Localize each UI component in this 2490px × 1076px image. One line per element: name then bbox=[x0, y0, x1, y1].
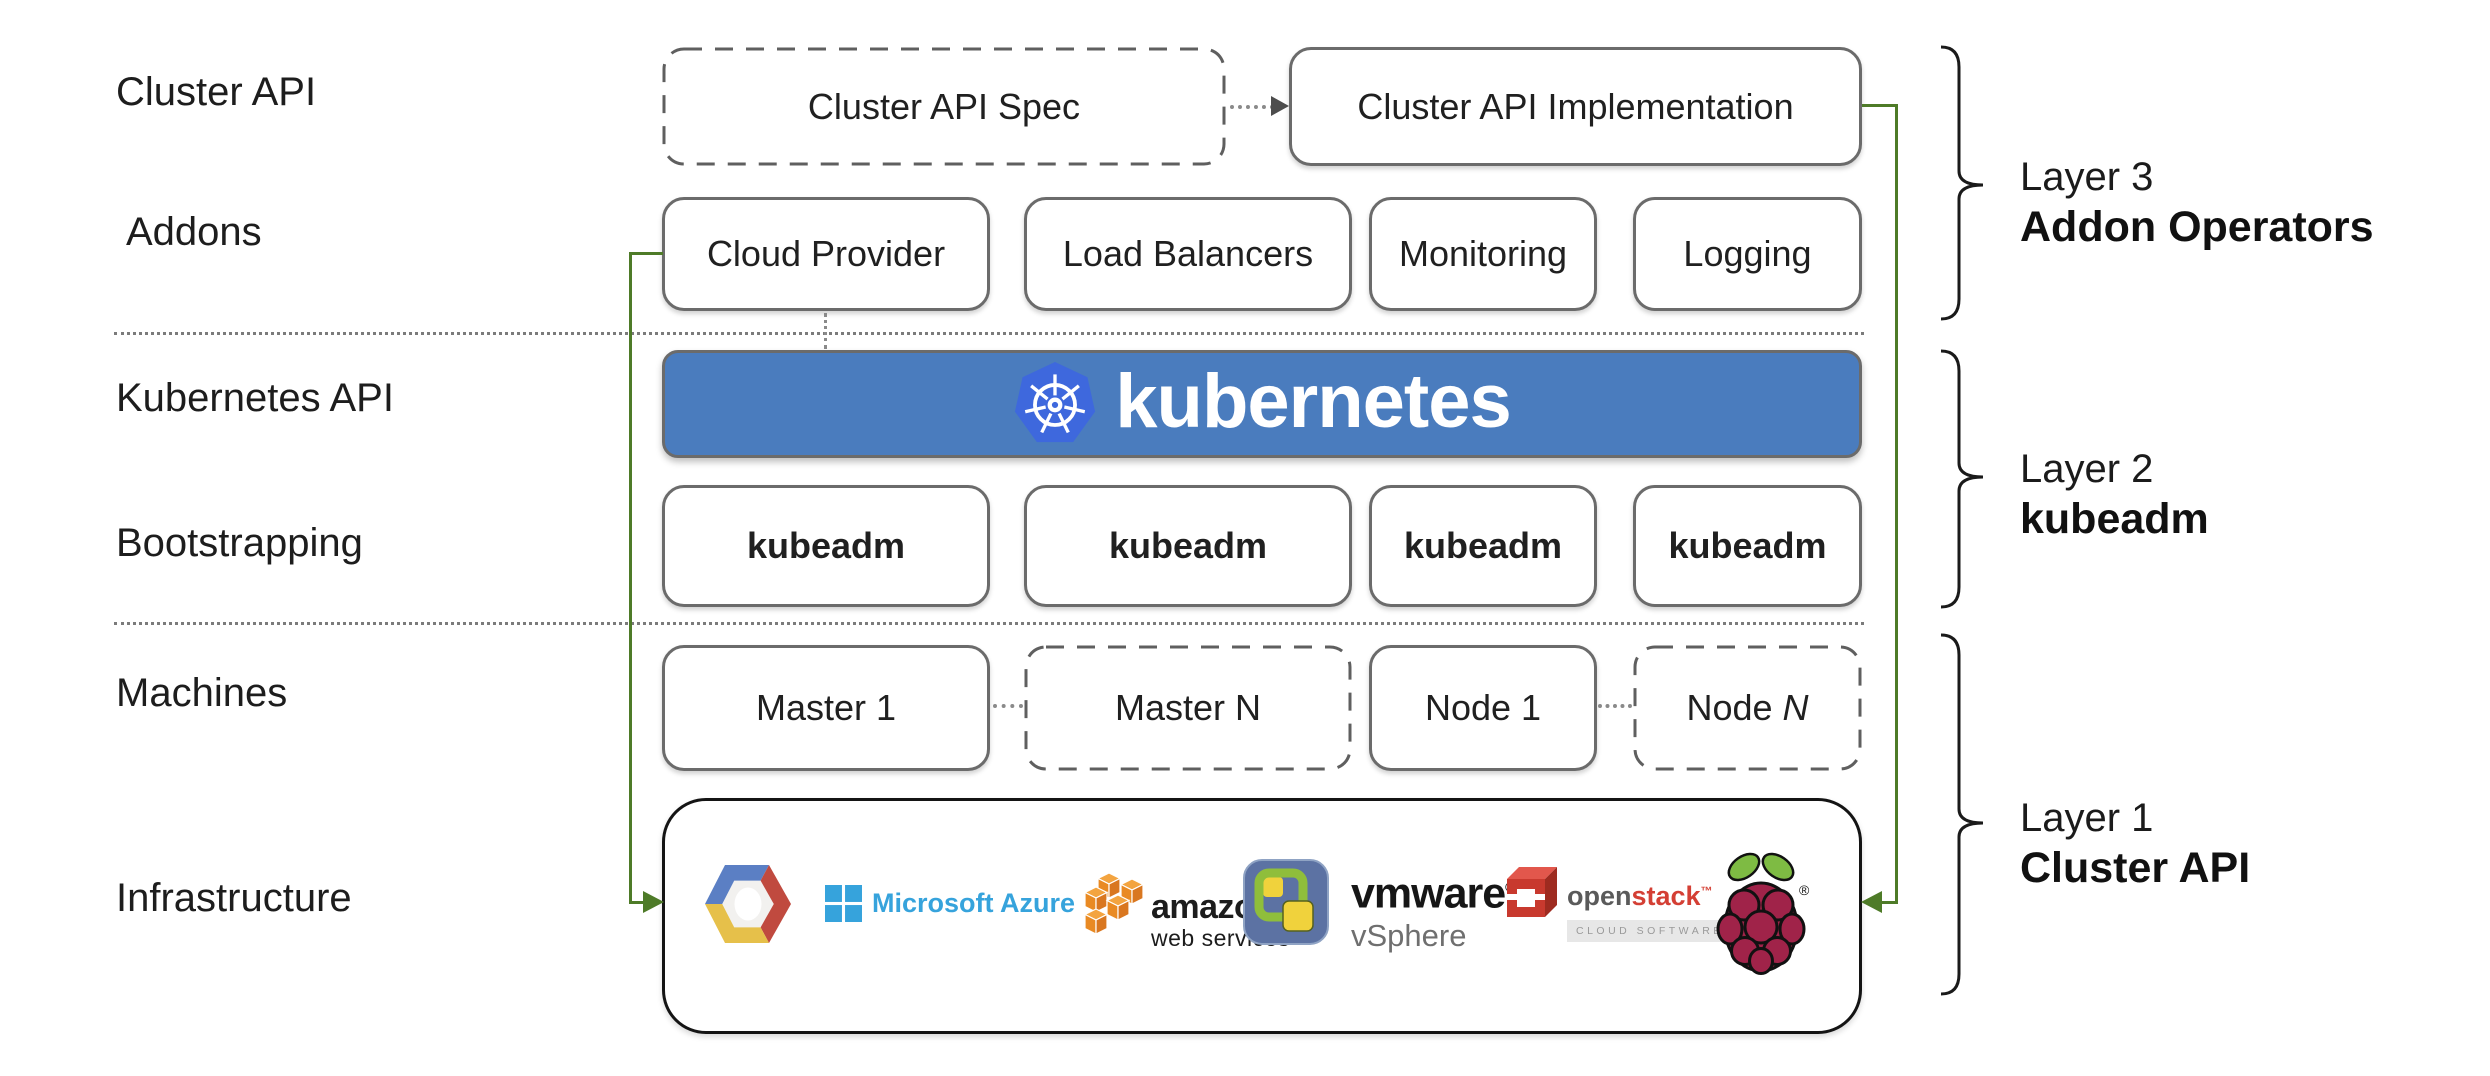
kubeadm-label: kubeadm bbox=[1668, 525, 1827, 566]
node-n-italic-n: N bbox=[1782, 687, 1809, 728]
vmware-text: vmware bbox=[1351, 869, 1506, 918]
arrow-right-icon bbox=[1271, 96, 1289, 116]
google-cloud-hexagon-icon bbox=[705, 865, 791, 943]
node-n-prefix: Node bbox=[1686, 687, 1783, 728]
green-arrow-left-icon bbox=[1861, 891, 1882, 913]
addon-box-logging: Logging bbox=[1633, 197, 1862, 311]
cloud-provider-label: Cloud Provider bbox=[706, 233, 946, 274]
kubeadm-box-2: kubeadm bbox=[1024, 485, 1352, 607]
row-label-bootstrapping: Bootstrapping bbox=[116, 521, 363, 565]
addon-box-cloud-provider: Cloud Provider bbox=[662, 197, 990, 311]
raspberry-icon: ® bbox=[1716, 852, 1810, 975]
kubernetes-wheel-icon bbox=[1015, 362, 1096, 443]
row-label-infrastructure: Infrastructure bbox=[116, 876, 352, 920]
layer-2-brace-icon bbox=[1940, 349, 1984, 609]
layer-1-brace-icon bbox=[1940, 633, 1984, 996]
vsphere-tile-icon bbox=[1243, 859, 1329, 945]
node-1-box: Node 1 bbox=[1369, 645, 1597, 771]
layer-1-subtitle: Cluster API bbox=[2020, 844, 2251, 892]
green-right-line-bottom bbox=[1882, 901, 1898, 904]
spec-to-implementation-dotted-line bbox=[1230, 105, 1274, 109]
layer-1-title: Layer 1 bbox=[2020, 796, 2154, 840]
row-label-machines: Machines bbox=[116, 671, 288, 715]
dashed-border-icon bbox=[1633, 645, 1862, 771]
openstack-stack-text: stack bbox=[1631, 881, 1701, 911]
row-label-cluster-api: Cluster API bbox=[116, 70, 317, 114]
microsoft-azure-logo: Microsoft Azure bbox=[825, 885, 1075, 922]
node-connector-dots bbox=[1598, 704, 1632, 708]
green-left-line-bottom bbox=[629, 901, 645, 904]
master-1-box: Master 1 bbox=[662, 645, 990, 771]
green-left-line-top bbox=[629, 252, 663, 255]
green-arrow-right-icon bbox=[643, 891, 664, 913]
master-1-label: Master 1 bbox=[755, 687, 897, 728]
load-balancers-label: Load Balancers bbox=[1062, 233, 1314, 274]
layer-1-label: Layer 1 Cluster API bbox=[2020, 794, 2250, 893]
row-label-kubernetes-api: Kubernetes API bbox=[116, 376, 394, 420]
microsoft-azure-label: Microsoft Azure bbox=[872, 888, 1076, 918]
vmware-wordmark: vmware® vSphere bbox=[1351, 863, 1516, 955]
cluster-api-spec-label: Cluster API Spec bbox=[807, 85, 1081, 127]
openstack-wordmark: openstack™ CLOUD SOFTWARE bbox=[1567, 875, 1733, 942]
monitoring-label: Monitoring bbox=[1398, 233, 1568, 274]
cloud-software-label: CLOUD SOFTWARE bbox=[1567, 920, 1733, 942]
node-1-label: Node 1 bbox=[1424, 687, 1542, 728]
openstack-label: openstack™ bbox=[1567, 875, 1733, 912]
layer-3-title: Layer 3 bbox=[2020, 155, 2154, 199]
layer-2-label: Layer 2 kubeadm bbox=[2020, 445, 2209, 544]
kubeadm-label: kubeadm bbox=[1403, 525, 1563, 566]
windows-flag-icon bbox=[825, 885, 862, 922]
openstack-open-text: open bbox=[1567, 881, 1632, 911]
master-connector-dots bbox=[993, 704, 1023, 708]
kubernetes-wordmark: kubernetes bbox=[1115, 358, 1511, 444]
dashed-border-icon bbox=[1024, 645, 1352, 771]
green-right-line-top bbox=[1862, 104, 1898, 107]
layer-2-subtitle: kubeadm bbox=[2020, 495, 2209, 543]
dashed-border-icon bbox=[662, 47, 1226, 166]
kubeadm-box-4: kubeadm bbox=[1633, 485, 1862, 607]
cluster-api-spec-box: Cluster API Spec bbox=[662, 47, 1226, 166]
layer-3-label: Layer 3 Addon Operators bbox=[2020, 153, 2374, 252]
separator-top bbox=[114, 332, 1864, 335]
node-n-label: Node N bbox=[1686, 687, 1808, 729]
kubeadm-box-3: kubeadm bbox=[1369, 485, 1597, 607]
addon-box-monitoring: Monitoring bbox=[1369, 197, 1597, 311]
aws-boxes-icon bbox=[1085, 873, 1145, 935]
logging-label: Logging bbox=[1683, 233, 1812, 274]
cloud-provider-to-kubernetes-connector bbox=[824, 313, 827, 349]
openstack-cube-icon bbox=[1507, 867, 1557, 917]
openstack-tm-mark: ™ bbox=[1700, 884, 1713, 898]
vsphere-label: vSphere bbox=[1351, 918, 1467, 954]
master-n-box: Master N bbox=[1024, 645, 1352, 771]
addon-box-load-balancers: Load Balancers bbox=[1024, 197, 1352, 311]
kubeadm-label: kubeadm bbox=[1108, 525, 1268, 566]
green-left-line-vertical bbox=[629, 252, 632, 904]
separator-bottom bbox=[114, 622, 1864, 625]
layer-3-brace-icon bbox=[1940, 45, 1984, 321]
layer-3-subtitle: Addon Operators bbox=[2020, 203, 2374, 251]
kubeadm-label: kubeadm bbox=[746, 525, 906, 566]
vmware-label: vmware® bbox=[1351, 863, 1516, 918]
master-n-label: Master N bbox=[1114, 687, 1262, 728]
cluster-api-implementation-label: Cluster API Implementation bbox=[1357, 85, 1794, 127]
node-n-box: Node N bbox=[1633, 645, 1862, 771]
row-label-addons: Addons bbox=[126, 210, 262, 254]
layer-2-title: Layer 2 bbox=[2020, 447, 2154, 491]
kubernetes-banner: kubernetes bbox=[662, 350, 1862, 458]
raspberry-registered-mark: ® bbox=[1799, 882, 1810, 898]
kubeadm-box-1: kubeadm bbox=[662, 485, 990, 607]
infrastructure-box: Microsoft Azure amazon web services vmwa… bbox=[662, 798, 1862, 1034]
green-right-line-vertical bbox=[1895, 104, 1898, 904]
cluster-api-implementation-box: Cluster API Implementation bbox=[1289, 47, 1862, 166]
